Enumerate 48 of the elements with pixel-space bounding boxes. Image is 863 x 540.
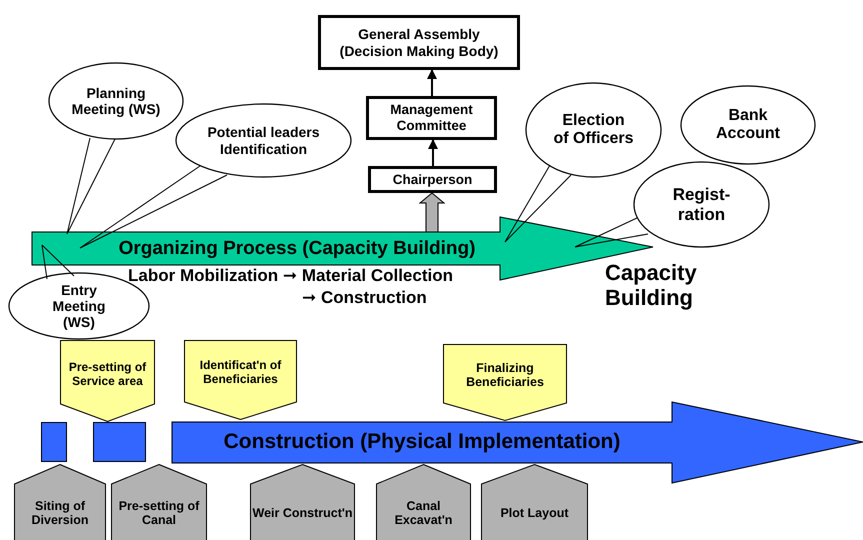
- process-steps-text: ➞ Construction: [302, 288, 427, 308]
- milestone-marker: [60, 340, 155, 422]
- callout-pointer: [66, 138, 116, 234]
- marker-label: Pre-setting of Service area: [68, 361, 148, 389]
- marker-label: Plot Layout: [499, 506, 570, 520]
- bubble-text: Planning Meeting (WS): [71, 84, 161, 118]
- callout-pointer: [504, 164, 572, 242]
- organization-box: [368, 166, 497, 193]
- bubble-text: Election of Officers: [554, 112, 634, 148]
- milestone-marker: [443, 344, 567, 421]
- bar-block: [41, 422, 67, 462]
- marker-label: Finalizing Beneficiaries: [465, 360, 545, 390]
- box-label: Chairperson: [392, 172, 472, 188]
- callout-pointer: [574, 218, 648, 248]
- callout-pointer: [80, 166, 228, 248]
- bubble-text: Potential leaders Identification: [206, 124, 321, 157]
- bar-block: [93, 422, 146, 462]
- activity-marker: [250, 464, 355, 540]
- speech-bubble: [175, 103, 352, 178]
- box-label: Management Committee: [389, 102, 474, 134]
- bubble-text: Regist- ration: [672, 184, 732, 224]
- activity-marker: [376, 464, 471, 540]
- bubble-text: Bank Account: [715, 106, 781, 144]
- activity-marker: [481, 464, 588, 540]
- arrow: [427, 69, 437, 96]
- arrow: [428, 139, 438, 166]
- speech-bubble: [633, 161, 770, 248]
- band-label: Construction (Physical Implementation): [224, 430, 620, 455]
- marker-label: Canal Excavat'n: [394, 498, 454, 528]
- box-label: General Assembly (Decision Making Body): [338, 26, 500, 59]
- marker-label: Pre-setting of Canal: [118, 498, 200, 528]
- speech-bubble: [680, 85, 816, 165]
- speech-bubble: [48, 62, 184, 140]
- band-label: Organizing Process (Capacity Building): [118, 238, 476, 260]
- marker-label: Identificat'n of Beneficiaries: [198, 359, 282, 387]
- bubble-text: Entry Meeting (WS): [52, 282, 106, 330]
- marker-label: Weir Construct'n: [252, 506, 352, 520]
- organization-box: [318, 15, 520, 70]
- activity-marker: [111, 464, 207, 540]
- capacity-building-caption: Capacity Building: [605, 260, 698, 311]
- marker-label: Siting of Diversion: [30, 498, 90, 528]
- process-steps-text: Labor Mobilization ➞ Material Collection: [128, 266, 453, 286]
- organization-box: [366, 96, 497, 140]
- milestone-marker: [184, 340, 297, 420]
- block-arrow: [418, 192, 446, 232]
- speech-bubble: [525, 82, 662, 178]
- process-band: [172, 402, 863, 483]
- activity-marker: [14, 464, 106, 540]
